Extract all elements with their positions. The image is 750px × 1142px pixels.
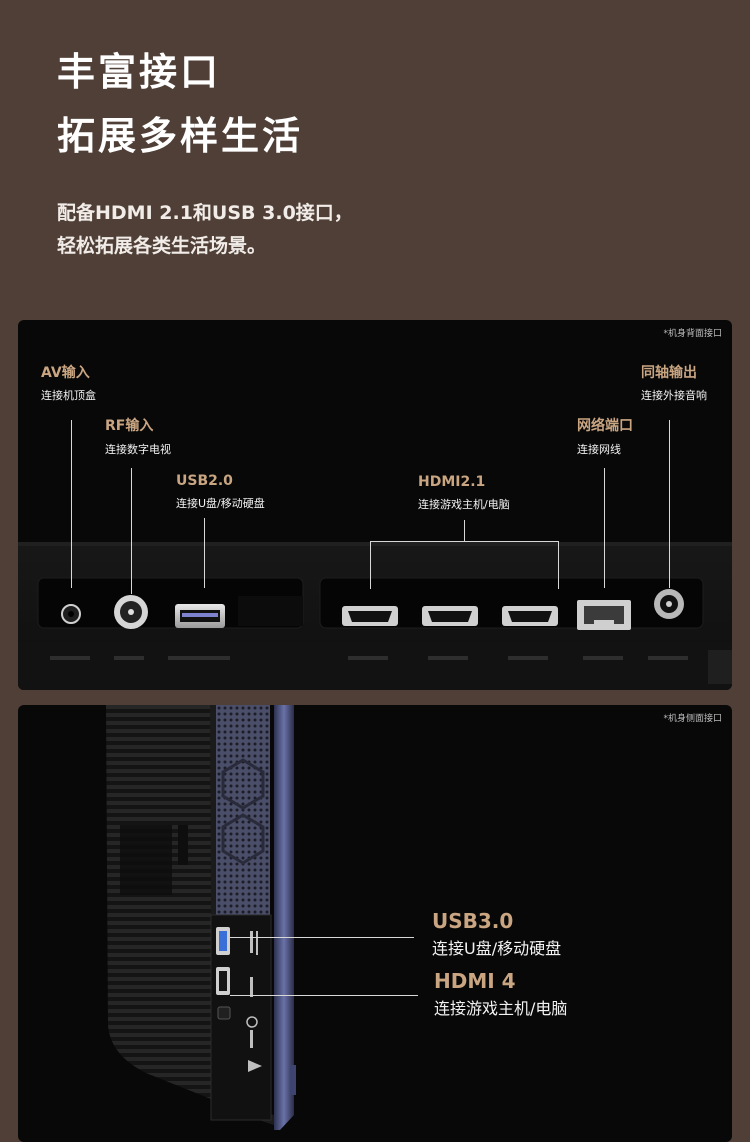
back-ports-panel: *机身背面接口 — [18, 320, 732, 690]
hdmi21-bracket — [370, 541, 558, 542]
coaxial-output-pointer — [669, 420, 670, 588]
back-ports-illustration — [18, 542, 732, 690]
headline-line-1: 丰富接口 — [57, 50, 222, 94]
usb30-pointer — [230, 937, 414, 938]
av-input-desc: 连接机顶盒 — [41, 389, 96, 402]
hdmi4-desc: 连接游戏主机/电脑 — [434, 999, 568, 1018]
rf-input-desc: 连接数字电视 — [105, 443, 171, 456]
av-input-pointer — [71, 420, 72, 588]
ethernet-desc: 连接网线 — [577, 443, 621, 456]
side-ports-illustration — [106, 705, 296, 1130]
hdmi21-bracket-left — [370, 541, 371, 589]
hdmi21-label: HDMI2.1 — [418, 474, 486, 490]
rf-input-pointer — [131, 468, 132, 594]
side-ports-panel: *机身侧面接口 — [18, 705, 732, 1142]
description-line-2: 轻松拓展各类生活场景。 — [57, 235, 267, 257]
headline-line-2: 拓展多样生活 — [57, 114, 304, 158]
usb20-desc: 连接U盘/移动硬盘 — [176, 497, 265, 510]
usb20-label: USB2.0 — [176, 473, 233, 489]
back-panel-note: *机身背面接口 — [663, 329, 722, 339]
av-input-label: AV输入 — [41, 365, 90, 381]
ethernet-pointer — [604, 468, 605, 588]
side-panel-note: *机身侧面接口 — [663, 714, 722, 724]
usb30-label: USB3.0 — [432, 909, 514, 933]
hdmi21-bracket-right — [558, 541, 559, 589]
hdmi4-label: HDMI 4 — [434, 969, 516, 993]
usb30-desc: 连接U盘/移动硬盘 — [432, 939, 562, 958]
hdmi21-desc: 连接游戏主机/电脑 — [418, 498, 510, 511]
hdmi4-pointer — [230, 995, 418, 996]
coaxial-output-label: 同轴输出 — [641, 365, 697, 381]
ethernet-label: 网络端口 — [577, 418, 633, 434]
description-line-1: 配备HDMI 2.1和USB 3.0接口， — [57, 202, 353, 224]
hdmi21-pointer — [464, 520, 465, 542]
rf-input-label: RF输入 — [105, 418, 154, 434]
coaxial-output-desc: 连接外接音响 — [641, 389, 707, 402]
usb20-pointer — [204, 518, 205, 588]
